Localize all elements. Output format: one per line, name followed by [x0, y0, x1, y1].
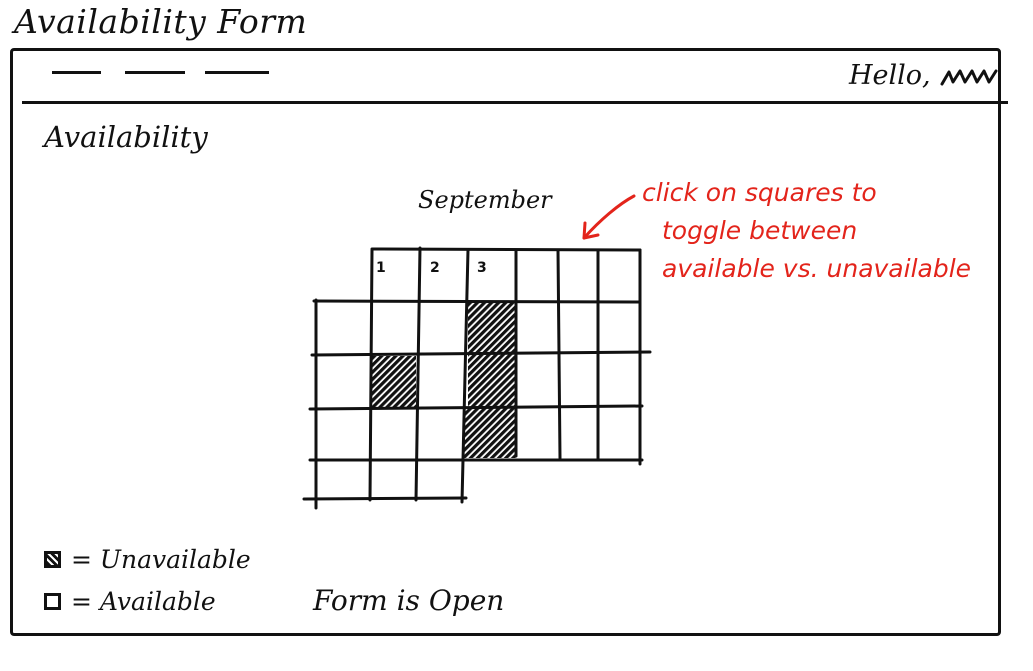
legend-available: = Available [44, 580, 251, 622]
calendar-day-cell[interactable] [516, 302, 558, 354]
calendar-day-cell[interactable] [372, 460, 420, 500]
calendar-day-cell[interactable] [420, 354, 468, 408]
calendar-day-cell[interactable] [316, 460, 372, 500]
annotation-arrow-icon [582, 194, 636, 240]
calendar-day-cell[interactable] [316, 408, 372, 460]
nav-link-1[interactable]: nav-link-placeholder [52, 71, 101, 74]
legend-available-label: = Available [71, 586, 216, 616]
calendar-day-cell[interactable] [468, 250, 516, 302]
page-title: Availability Form [14, 2, 308, 41]
calendar-week-1 [316, 302, 640, 354]
nav-link-3[interactable]: nav-link-placeholder [205, 71, 269, 74]
calendar-day-cell-unavailable[interactable] [372, 356, 416, 408]
calendar-day-cell[interactable] [372, 302, 420, 354]
calendar-day-cell[interactable] [420, 408, 468, 460]
calendar-day-cell[interactable] [598, 408, 640, 460]
calendar-day-cell[interactable] [598, 250, 640, 302]
calendar-day-cell[interactable] [316, 354, 372, 408]
annotation-line-3: available vs. unavailable [662, 254, 972, 283]
calendar-week-4 [316, 460, 464, 500]
annotation-line-1: click on squares to [642, 178, 877, 207]
annotation-line-2: toggle between [662, 216, 858, 245]
calendar-day-cell[interactable] [372, 250, 420, 302]
legend-unavailable: = Unavailable [44, 538, 251, 580]
calendar-day-cell[interactable] [558, 302, 598, 354]
greeting-text: Hello, [849, 60, 931, 91]
calendar-week-2 [316, 354, 640, 408]
calendar-day-cell-unavailable[interactable] [468, 302, 516, 354]
calendar-month-label: September [418, 186, 552, 214]
toggle-annotation: click on squares to toggle between avail… [640, 174, 1010, 288]
nav-link-2[interactable]: nav-link-placeholder [125, 71, 185, 74]
calendar-day-cell[interactable] [558, 250, 598, 302]
app-window [10, 48, 1001, 636]
calendar-day-cell[interactable] [372, 408, 420, 460]
legend-unavailable-label: = Unavailable [71, 544, 251, 574]
calendar-day-cell-unavailable[interactable] [464, 408, 516, 458]
unavailable-swatch-icon [44, 550, 61, 568]
legend: = Unavailable = Available [44, 538, 251, 622]
form-status: Form is Open [313, 584, 505, 617]
available-swatch-icon [44, 592, 61, 610]
calendar-day-cell[interactable] [558, 354, 598, 408]
calendar-day-cell-unavailable[interactable] [468, 354, 516, 408]
calendar-day-cell[interactable] [420, 302, 468, 354]
calendar-day-cell[interactable] [316, 302, 372, 354]
calendar-day-cell[interactable] [516, 354, 558, 408]
calendar-week-3 [316, 408, 640, 460]
calendar-day-cell[interactable] [516, 408, 558, 460]
calendar-day-cell[interactable] [420, 460, 464, 500]
user-greeting[interactable]: Hello, [849, 60, 1001, 91]
calendar-day-cell[interactable] [598, 302, 640, 354]
section-title: Availability [44, 120, 208, 154]
calendar-day-cell[interactable] [598, 354, 640, 408]
calendar-day-cell[interactable] [516, 250, 558, 302]
user-name-squiggle-icon [940, 69, 998, 85]
calendar-week-0 [372, 250, 640, 302]
header-divider [22, 101, 1008, 104]
calendar-day-cell[interactable] [420, 250, 468, 302]
calendar-day-cell[interactable] [558, 408, 598, 460]
